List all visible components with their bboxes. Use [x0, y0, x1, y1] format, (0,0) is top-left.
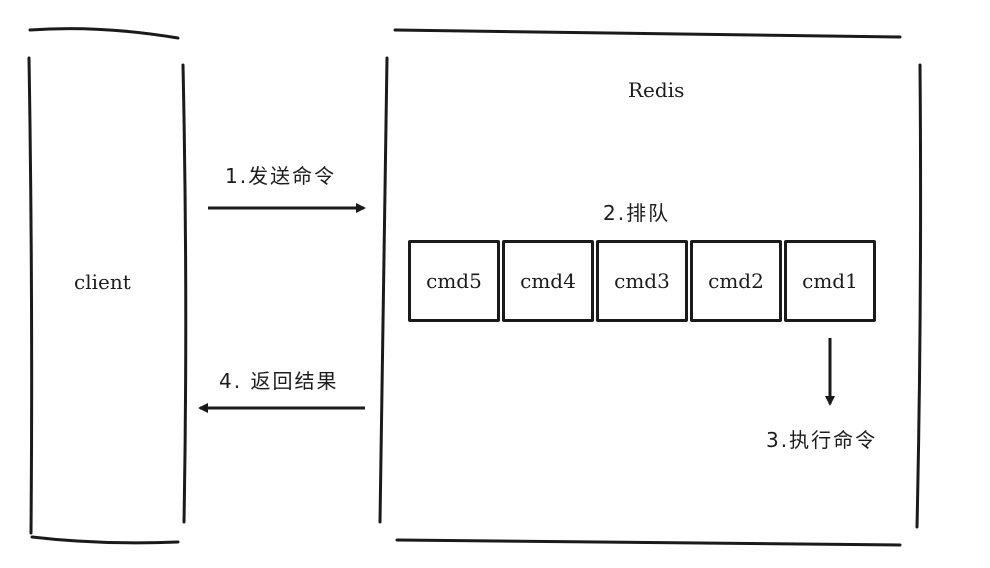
queue-item-cmd2: cmd2 [690, 240, 782, 322]
queue-item-label: cmd2 [708, 269, 764, 293]
redis-label: Redis [628, 78, 685, 102]
queue-item-cmd4: cmd4 [502, 240, 594, 322]
step-send-label: 1.发送命令 [225, 164, 337, 188]
queue-item-cmd5: cmd5 [408, 240, 500, 322]
client-label: client [74, 270, 131, 294]
queue-item-label: cmd1 [802, 269, 858, 293]
step-queue-label: 2.排队 [603, 201, 671, 225]
step-return-label: 4. 返回结果 [219, 369, 339, 393]
redis-box [378, 28, 923, 547]
queue-item-label: cmd5 [426, 269, 482, 293]
client-box [27, 27, 188, 545]
queue-item-cmd3: cmd3 [596, 240, 688, 322]
step-execute-label: 3.执行命令 [766, 428, 878, 452]
queue-item-label: cmd3 [614, 269, 670, 293]
queue-item-label: cmd4 [520, 269, 576, 293]
queue-item-cmd1: cmd1 [784, 240, 876, 322]
